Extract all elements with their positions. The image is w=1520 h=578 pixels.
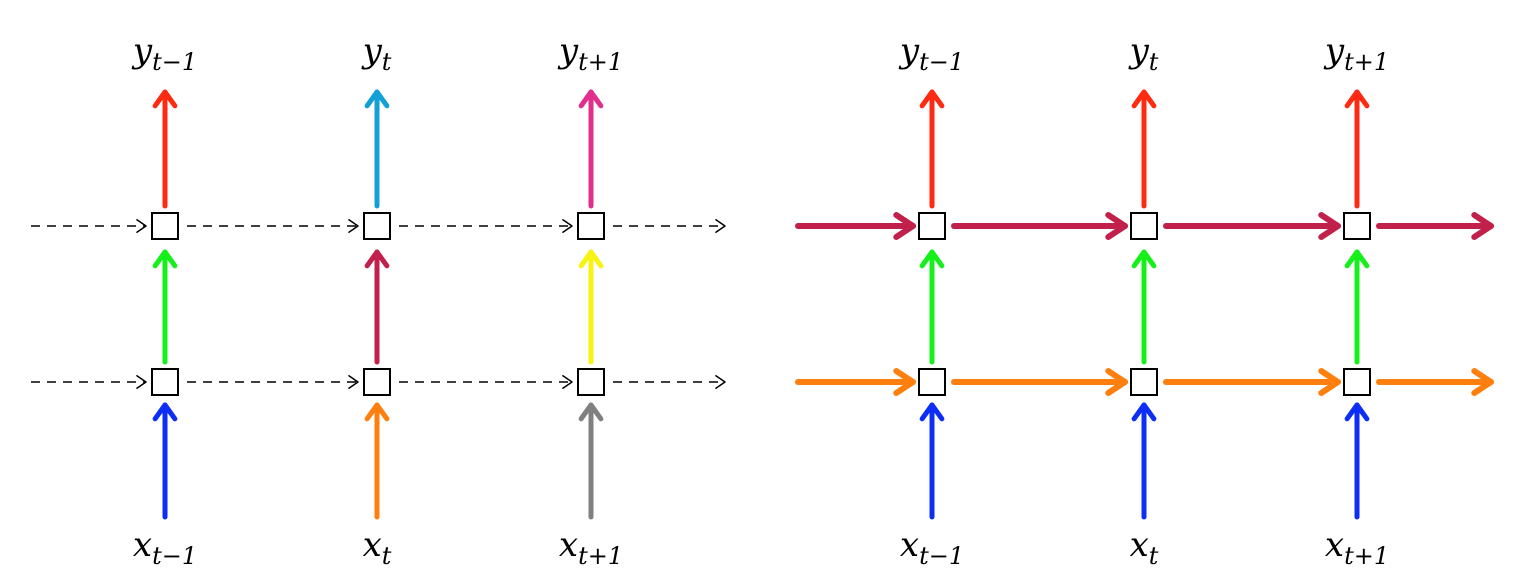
input-label-0: xt−1 — [900, 525, 964, 570]
input-arrow-0 — [919, 402, 945, 520]
recurrent-arrow-row0-out — [1376, 212, 1494, 240]
hidden-node-top-2 — [577, 212, 605, 240]
recurrent-arrow-row0-2 — [1163, 212, 1341, 240]
hidden-node-top-0 — [918, 212, 946, 240]
recurrent-arrow-row0-2 — [399, 219, 573, 233]
output-arrow-2 — [1344, 89, 1370, 209]
output-arrow-1 — [1131, 89, 1157, 209]
output-label-2: yt+1 — [1323, 31, 1389, 76]
input-arrow-1 — [364, 402, 390, 520]
input-label-2: xt+1 — [1325, 525, 1389, 570]
output-arrow-0 — [919, 89, 945, 209]
output-label-0: yt−1 — [131, 31, 197, 76]
hidden-node-bottom-1 — [363, 368, 391, 396]
input-label-0: xt−1 — [133, 525, 197, 570]
input-arrow-0 — [152, 402, 178, 520]
hidden-node-top-0 — [151, 212, 179, 240]
recurrent-arrow-row1-2 — [399, 375, 573, 389]
hidden-node-bottom-2 — [577, 368, 605, 396]
hidden-node-top-2 — [1343, 212, 1371, 240]
middle-arrow-2 — [578, 249, 604, 365]
recurrent-arrow-row1-out — [1376, 368, 1494, 396]
hidden-node-bottom-0 — [918, 368, 946, 396]
output-label-1: yt — [361, 31, 392, 76]
input-arrow-1 — [1131, 402, 1157, 520]
input-label-1: xt — [1130, 525, 1159, 570]
output-label-1: yt — [1128, 31, 1159, 76]
input-label-1: xt — [363, 525, 392, 570]
middle-arrow-0 — [919, 249, 945, 365]
left-diagram-separate-rnns: yt−1 xt−1 yt xt yt+1 xt+1 — [31, 31, 726, 570]
output-arrow-2 — [578, 89, 604, 209]
middle-arrow-1 — [1131, 249, 1157, 365]
middle-arrow-2 — [1344, 249, 1370, 365]
recurrent-arrow-row1-1 — [187, 375, 359, 389]
middle-arrow-1 — [364, 249, 390, 365]
recurrent-arrow-row0-out — [613, 219, 726, 233]
recurrent-arrow-row1-2 — [1163, 368, 1341, 396]
hidden-node-bottom-1 — [1130, 368, 1158, 396]
input-label-2: xt+1 — [559, 525, 623, 570]
output-label-2: yt+1 — [557, 31, 623, 76]
output-arrow-1 — [364, 89, 390, 209]
recurrent-arrow-row0-1 — [951, 212, 1128, 240]
hidden-node-top-1 — [363, 212, 391, 240]
recurrent-arrow-row0-1 — [187, 219, 359, 233]
recurrent-arrow-row0-0 — [31, 219, 147, 233]
input-arrow-2 — [1344, 402, 1370, 520]
recurrent-arrow-row1-1 — [951, 368, 1128, 396]
output-arrow-0 — [152, 89, 178, 209]
recurrent-arrow-row0-0 — [795, 212, 916, 240]
hidden-node-bottom-0 — [151, 368, 179, 396]
middle-arrow-0 — [152, 249, 178, 365]
recurrent-arrow-row1-0 — [795, 368, 916, 396]
recurrent-arrow-row1-out — [613, 375, 726, 389]
input-arrow-2 — [578, 402, 604, 520]
right-diagram-shared-rnn: yt−1 xt−1 yt xt yt+1 xt+1 — [795, 31, 1494, 570]
output-label-0: yt−1 — [898, 31, 964, 76]
hidden-node-top-1 — [1130, 212, 1158, 240]
hidden-node-bottom-2 — [1343, 368, 1371, 396]
recurrent-arrow-row1-0 — [31, 375, 147, 389]
